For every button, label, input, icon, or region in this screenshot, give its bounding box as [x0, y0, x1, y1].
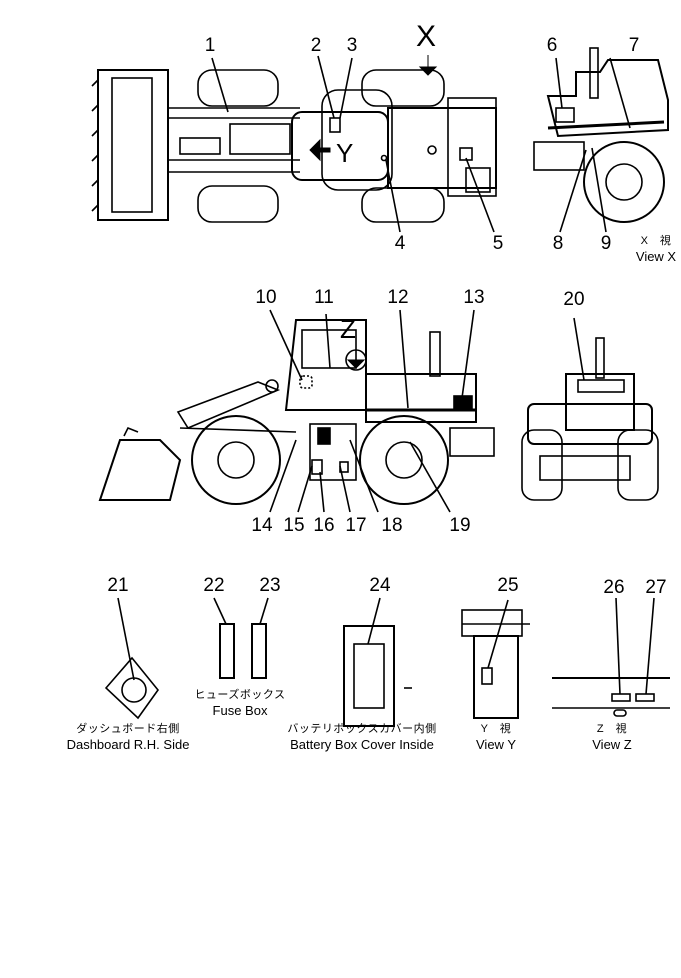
callout-7: 7 [628, 35, 640, 56]
callout-21: 21 [107, 575, 129, 596]
callout-6: 6 [546, 35, 558, 56]
view-x-caption-jp: X 視 [640, 235, 672, 247]
callout-3: 3 [346, 35, 358, 56]
callout-5: 5 [492, 233, 504, 254]
view-y-caption-jp: Y 視 [480, 723, 512, 735]
view-z-drawing [552, 597, 670, 717]
view-x-caption-en: View X [635, 249, 677, 264]
view-y-caption-en: View Y [476, 737, 516, 752]
view-letter-y: Y [336, 138, 354, 168]
view-y-caption: Y 視 View Y [476, 722, 516, 752]
callout-20: 20 [563, 289, 585, 310]
dashboard-drawing [104, 597, 160, 720]
callout-1: 1 [204, 35, 216, 56]
callout-24: 24 [369, 575, 391, 596]
view-x-caption: X 視 View X [636, 234, 676, 264]
callout-12: 12 [387, 287, 409, 308]
callout-17: 17 [345, 515, 367, 536]
dashboard-caption-jp: ダッシュボード右側 [76, 723, 180, 735]
fuse-box-caption-jp: ヒューズボックス [194, 689, 286, 701]
view-letter-z: Z [340, 314, 356, 344]
loader-top-view [91, 55, 497, 233]
battery-caption: バッテリボックスカバー内側 Battery Box Cover Inside [287, 722, 436, 752]
callout-18: 18 [381, 515, 403, 536]
callout-9: 9 [600, 233, 612, 254]
view-y-drawing [461, 599, 530, 719]
view-z-caption: Z 視 View Z [592, 722, 632, 752]
callout-25: 25 [497, 575, 519, 596]
callout-10: 10 [255, 287, 277, 308]
battery-caption-en: Battery Box Cover Inside [290, 737, 434, 752]
callout-26: 26 [603, 577, 625, 598]
loader-side-view [98, 309, 495, 513]
battery-cover-drawing [343, 597, 412, 727]
callout-23: 23 [259, 575, 281, 596]
fuse-box-caption-en: Fuse Box [212, 703, 268, 718]
fuse-box-caption: ヒューズボックス Fuse Box [194, 688, 285, 718]
view-x-drawing [533, 47, 669, 233]
callout-11: 11 [314, 287, 334, 308]
fuse-box-drawing [213, 597, 269, 679]
view-z-caption-en: View Z [592, 737, 632, 752]
view-z-caption-jp: Z 視 [596, 723, 628, 735]
callout-19: 19 [449, 515, 471, 536]
callout-4: 4 [394, 233, 406, 254]
callout-15: 15 [283, 515, 305, 536]
dashboard-caption: ダッシュボード右側 Dashboard R.H. Side [67, 722, 190, 752]
dashboard-caption-en: Dashboard R.H. Side [66, 737, 190, 752]
callout-8: 8 [552, 233, 564, 254]
rear-view-drawing [521, 317, 659, 501]
callout-2: 2 [310, 35, 322, 56]
view-letter-x: X [416, 20, 437, 53]
callout-27: 27 [645, 577, 667, 598]
battery-caption-jp: バッテリボックスカバー内側 [287, 723, 437, 735]
callout-16: 16 [313, 515, 335, 536]
callout-13: 13 [463, 287, 485, 308]
callout-22: 22 [203, 575, 225, 596]
callout-14: 14 [251, 515, 273, 536]
